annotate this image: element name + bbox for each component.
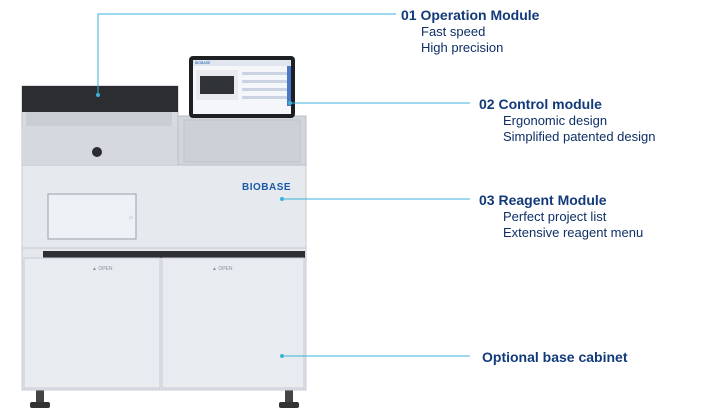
callout-reagent-module: 03 Reagent Module Perfect project list E… xyxy=(479,192,643,241)
callout-title: Optional base cabinet xyxy=(482,349,628,365)
callout-title: 02 Control module xyxy=(479,96,602,112)
svg-text:⌂: ⌂ xyxy=(129,215,133,221)
brand-logo: BIOBASE xyxy=(242,182,291,193)
callout-title: 03 Reagent Module xyxy=(479,192,607,208)
callout-title: 01 Operation Module xyxy=(401,7,540,23)
callout-line: Fast speed xyxy=(421,24,486,39)
machine-feet xyxy=(30,390,299,408)
callout-line: Extensive reagent menu xyxy=(503,225,644,240)
callout-line: Perfect project list xyxy=(503,209,607,224)
callout-base-cabinet: Optional base cabinet xyxy=(482,349,627,366)
callout-line: High precision xyxy=(421,40,504,55)
leader-lines xyxy=(97,13,470,357)
callout-operation-module: 01 Operation Module Fast speed High prec… xyxy=(401,7,539,56)
callout-line: Simplified patented design xyxy=(503,129,656,144)
callout-line: Ergonomic design xyxy=(503,113,608,128)
reagent-module-body: ⌂ BIOBASE xyxy=(21,164,307,249)
door-label-left: ▲ OPEN xyxy=(92,266,113,272)
touch-screen: BIOBASE xyxy=(189,56,295,118)
leader-line-operation xyxy=(97,13,396,95)
door-label-right: ▲ OPEN xyxy=(212,266,233,272)
callout-control-module: 02 Control module Ergonomic design Simpl… xyxy=(479,96,656,145)
screen-brand: BIOBASE xyxy=(195,61,211,65)
base-cabinet: ▲ OPEN ▲ OPEN xyxy=(21,247,307,391)
operation-module-body xyxy=(21,85,307,166)
